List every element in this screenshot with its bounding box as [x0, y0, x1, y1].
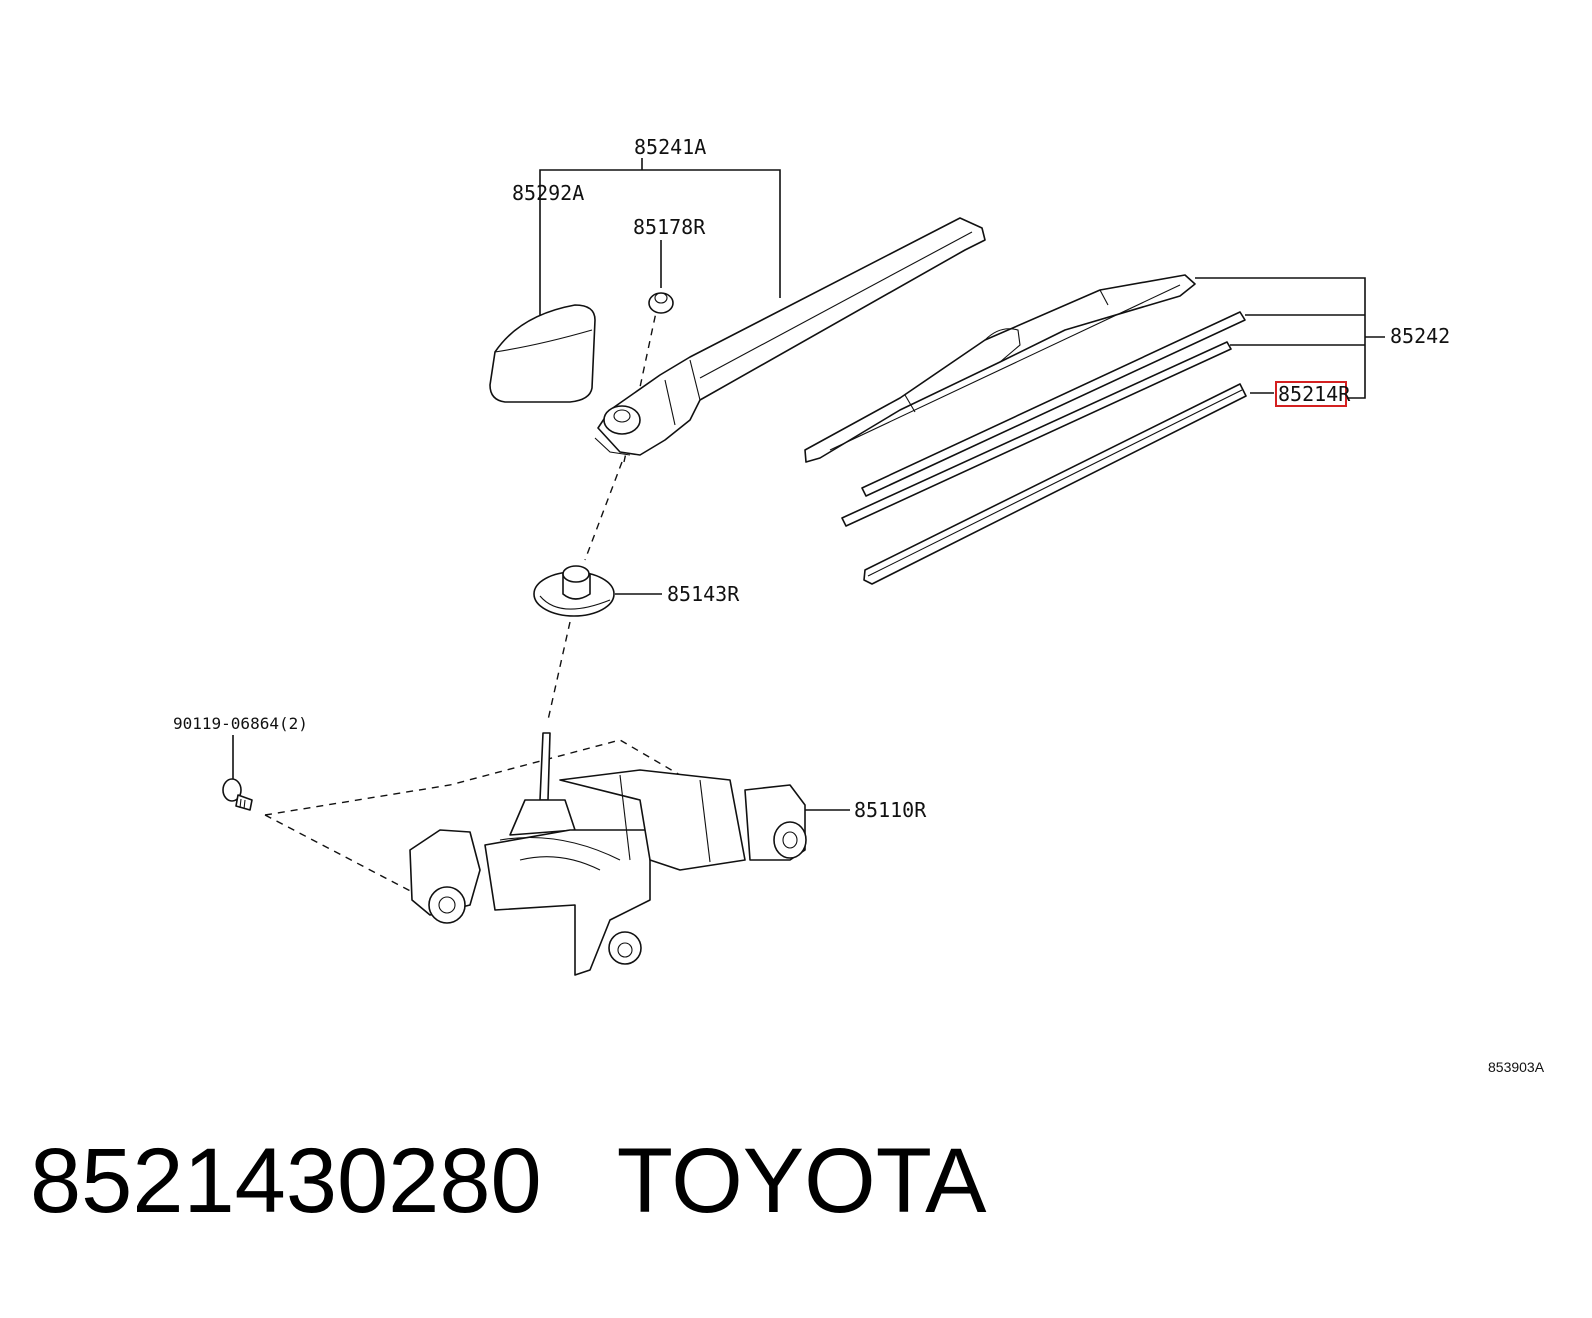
label-85292a: 85292A	[512, 181, 584, 205]
part-labels: 85241A 85292A 85178R 85242 85214R 85143R…	[173, 135, 1545, 1075]
label-85242: 85242	[1390, 324, 1450, 348]
highlight-box	[1275, 381, 1347, 407]
blade-strips-part	[841, 311, 1246, 527]
nut-part	[648, 292, 674, 314]
label-85214r[interactable]: 85214R	[1278, 382, 1351, 406]
wiper-blade-frame-part	[804, 274, 1196, 463]
arm-cap-part	[489, 304, 596, 403]
footer-caption: 8521430280 TOYOTA	[30, 1135, 986, 1227]
label-90119-06864: 90119-06864(2)	[173, 714, 308, 733]
wiper-arm-part	[594, 217, 986, 456]
assembly-dashed-lines	[264, 302, 681, 896]
wiper-motor-part	[409, 732, 807, 976]
diagram-reference-code: 853903A	[1488, 1059, 1545, 1075]
bolt-part	[222, 778, 253, 811]
label-85110r: 85110R	[854, 798, 927, 822]
part-number: 8521430280	[30, 1130, 542, 1232]
leader-lines	[232, 158, 1385, 811]
label-85178r: 85178R	[633, 215, 706, 239]
brand-name: TOYOTA	[616, 1130, 987, 1232]
label-85241a: 85241A	[634, 135, 706, 159]
grommet-part	[533, 565, 615, 617]
blade-rubber-part	[863, 383, 1247, 585]
label-85143r: 85143R	[667, 582, 740, 606]
